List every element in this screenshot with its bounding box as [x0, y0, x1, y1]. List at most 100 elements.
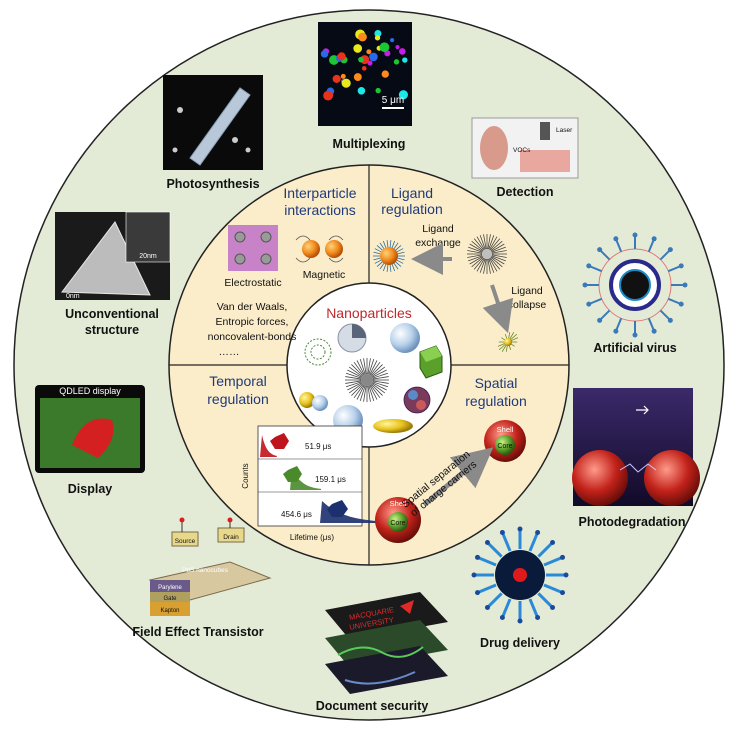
- ligand-strand: [348, 366, 363, 377]
- ligand-strand: [469, 256, 483, 265]
- virus-spike-head: [597, 317, 603, 323]
- ligand-exchange-label-1: Ligand: [422, 223, 454, 235]
- photosynthesis-debris: [232, 137, 238, 143]
- virus-spike-head: [651, 236, 657, 242]
- drug-ligand-arrow: [501, 533, 512, 552]
- ligand-strand: [487, 234, 491, 250]
- ligand-strand: [379, 242, 385, 249]
- multiplex-dot: [361, 66, 367, 71]
- ligand-strand: [487, 258, 491, 274]
- photodegradation-particle-left: [572, 450, 628, 506]
- drug-ligand-head: [550, 539, 556, 545]
- temporal-title-2: regulation: [207, 391, 269, 407]
- drug-ligand-arrow: [543, 583, 562, 594]
- ligand-spiky-particle: [467, 234, 507, 274]
- ligand-strand: [353, 361, 364, 376]
- ligand-strand: [490, 256, 503, 268]
- unconventional-label-2: structure: [85, 323, 139, 337]
- ligand-strand: [345, 380, 362, 384]
- document-security-label: Document security: [316, 699, 429, 713]
- electrostatic-particle: [260, 253, 272, 265]
- detection-laser-head: [540, 122, 550, 140]
- lifetime-label-1: 51.9 μs: [305, 442, 331, 451]
- ligand-strand: [372, 369, 387, 378]
- ligand-strand: [369, 360, 378, 375]
- ligand-collapse-label-2: collapse: [508, 299, 547, 311]
- multiplex-dot: [374, 30, 382, 38]
- document-green-pattern: [337, 646, 424, 658]
- electrostatic-particle: [260, 231, 272, 243]
- multiplex-dot: [379, 42, 390, 53]
- ligand-strand: [367, 358, 371, 375]
- ligand-strand: [367, 385, 371, 402]
- ligand-strand: [363, 385, 367, 402]
- ligand-collapse-arrow: [482, 284, 514, 334]
- ligand-strand: [489, 258, 498, 272]
- multiplex-dot: [340, 73, 346, 79]
- ligand-strand: [393, 242, 399, 249]
- spatial-core-label-top: Core: [497, 443, 512, 450]
- unconventional-label-1: Unconventional: [65, 307, 159, 321]
- magnetic-label: Magnetic: [303, 269, 346, 281]
- fet-layer-parylene: [150, 580, 190, 592]
- drug-ligand-arrow: [528, 533, 539, 552]
- nanoplate-particle: [373, 419, 413, 433]
- ligand-title-1: Ligand: [391, 185, 433, 201]
- network-particle-inner: [310, 344, 326, 360]
- ligand-strand: [372, 381, 389, 388]
- multiplex-dot: [389, 38, 395, 43]
- ligand-strand: [491, 256, 505, 265]
- multiplexing-scale-label: 5 μm: [382, 95, 404, 106]
- drug-ligand-arrow: [487, 592, 503, 608]
- drug-ligand-head: [471, 572, 477, 578]
- fet-source-tag: Source: [175, 538, 196, 545]
- ligand-strand: [368, 358, 375, 375]
- ligand-strand: [368, 385, 375, 402]
- drug-ligand-head: [563, 572, 569, 578]
- lifetime-x-axis-label: Lifetime (μs): [290, 533, 335, 542]
- photosynthesis-label: Photosynthesis: [166, 177, 259, 191]
- ligand-strand: [483, 258, 487, 274]
- drug-ligand-arrow: [501, 598, 512, 617]
- center-title: Nanoparticles: [326, 305, 412, 321]
- virus-spike-head: [682, 282, 688, 288]
- drug-ligand-head: [535, 530, 541, 536]
- drug-ligand-head: [475, 554, 481, 560]
- ligand-strand: [483, 234, 487, 250]
- virus-spike-head: [597, 247, 603, 253]
- magnetic-particle: [325, 240, 343, 258]
- ligand-strand: [491, 254, 507, 258]
- multiplex-dot: [327, 91, 334, 98]
- multiplex-dot: [374, 35, 381, 41]
- green-cube-top: [420, 346, 442, 362]
- protein-particle: [403, 386, 431, 414]
- unconventional-inset: [125, 211, 171, 263]
- ligand-strand: [369, 385, 378, 400]
- multiplex-dot: [402, 57, 408, 63]
- detection-vocs-tag: VOCs: [513, 147, 531, 154]
- spatial-core-top: [495, 435, 515, 455]
- ligand-strand: [373, 251, 381, 255]
- display-screen-title: QDLED display: [59, 386, 121, 396]
- photodegradation-label: Photodegradation: [579, 515, 686, 529]
- detection-sensor-array: [520, 150, 570, 172]
- multiplexing-figure: 5 μm: [318, 22, 412, 126]
- fet-drain-contact: [227, 517, 233, 523]
- spatial-core-bottom: [388, 512, 408, 532]
- ligand-strand: [473, 238, 485, 251]
- ligand-strand: [373, 257, 381, 261]
- ligand-strand: [345, 376, 362, 380]
- multiplex-dot: [375, 87, 381, 94]
- drug-ligand-arrow: [478, 556, 497, 567]
- detection-laser-tag: Laser: [556, 127, 573, 134]
- temporal-title-1: Temporal: [209, 373, 267, 389]
- drug-delivery-label: Drug delivery: [480, 636, 560, 650]
- ligand-strand: [476, 236, 485, 250]
- lifetime-crystal-2: [283, 466, 302, 482]
- lifetime-label-2: 159.1 μs: [315, 475, 346, 484]
- ligand-strand: [372, 376, 389, 380]
- lifetime-decay-curve: [290, 468, 321, 490]
- ligand-strand: [491, 243, 505, 252]
- multiplex-dot: [369, 52, 378, 62]
